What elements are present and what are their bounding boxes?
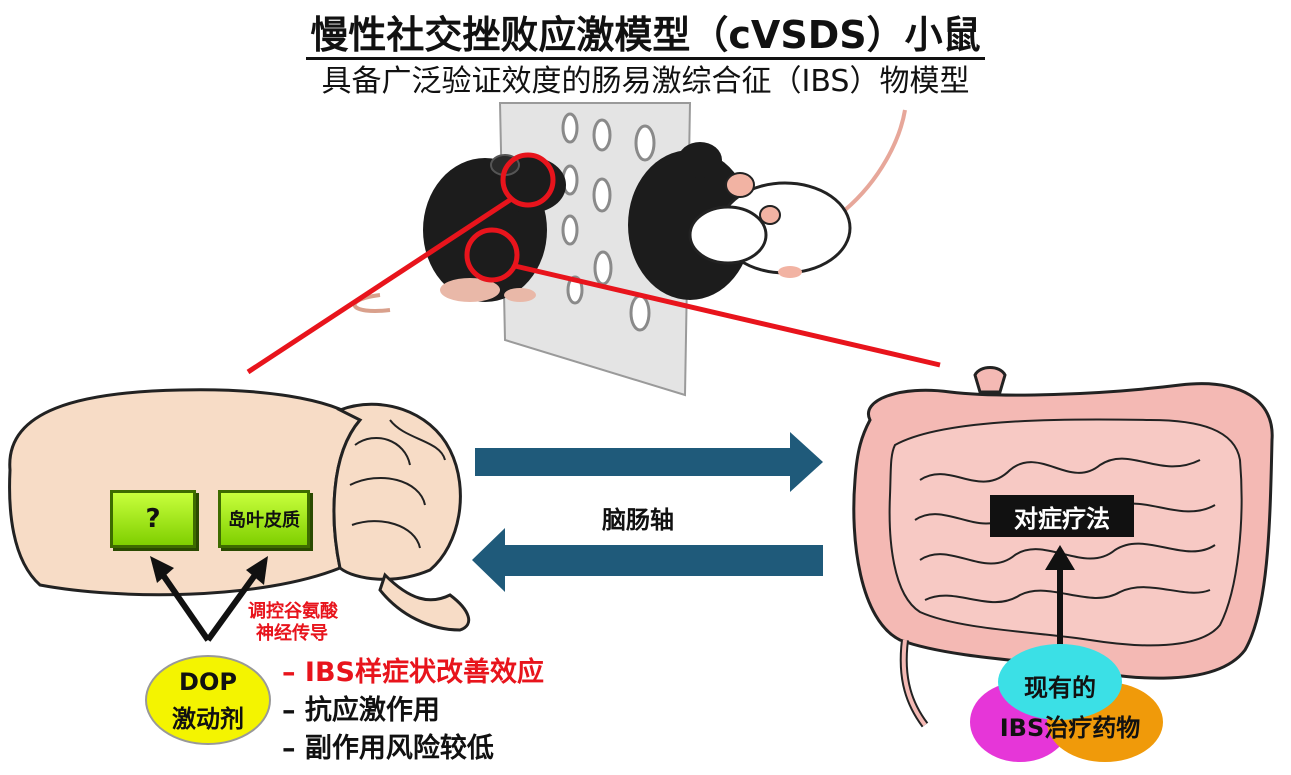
insula-cortex-box: 岛叶皮质 — [218, 490, 310, 548]
dop-label-line1: DOP — [179, 668, 237, 696]
head-highlight-circle — [500, 152, 556, 208]
effect-antistress-text: – 抗应激作用 — [282, 695, 440, 726]
glutamate-label-line1: 调控谷氨酸 — [248, 601, 338, 622]
symptomatic-therapy-text: 对症疗法 — [1014, 504, 1110, 533]
effect-item-low-risk: – 副作用风险较低 — [282, 726, 494, 765]
existing-drug-label-line1: 现有的 — [1024, 674, 1096, 702]
brain-gut-axis-label: 脑肠轴 — [602, 506, 674, 534]
arrowhead-right — [246, 556, 268, 585]
arrowhead-left — [150, 556, 174, 583]
subtitle: 具备广泛验证效度的肠易激综合征（IBS）物模型 — [321, 64, 970, 99]
arrow-gut-to-brain — [472, 528, 823, 592]
effect-ibs-text: – IBS样症状改善效应 — [282, 657, 544, 688]
main-title: 慢性社交挫败应激模型（cVSDS）小鼠 — [0, 4, 1291, 60]
abdomen-to-gut-line — [514, 263, 941, 368]
dop-label-line2: 激动剂 — [172, 705, 244, 733]
glutamate-label-line2: 神经传导 — [256, 623, 328, 644]
insula-cortex-label: 岛叶皮质 — [228, 510, 300, 531]
dop-agonist-oval — [145, 655, 271, 745]
abdomen-highlight-circle — [464, 227, 520, 283]
dop-target-arrows — [160, 573, 258, 642]
existing-drug-label-line2: IBS治疗药物 — [999, 714, 1141, 742]
effect-item-ibs: – IBS样症状改善效应 — [282, 650, 544, 689]
effect-item-antistress: – 抗应激作用 — [282, 688, 440, 727]
unknown-region-box: ? — [110, 490, 196, 548]
unknown-region-label: ? — [145, 504, 161, 534]
head-to-brain-line — [246, 195, 515, 375]
main-title-text: 慢性社交挫败应激模型（cVSDS）小鼠 — [306, 13, 985, 60]
drug-to-therapy-arrowhead — [1045, 545, 1075, 570]
symptomatic-therapy-label: 对症疗法 — [990, 495, 1134, 537]
effect-low-risk-text: – 副作用风险较低 — [282, 733, 494, 764]
white-mouse-illustration — [688, 109, 907, 278]
arrow-brain-to-gut — [475, 432, 823, 492]
drug-oval-cyan — [998, 644, 1122, 720]
